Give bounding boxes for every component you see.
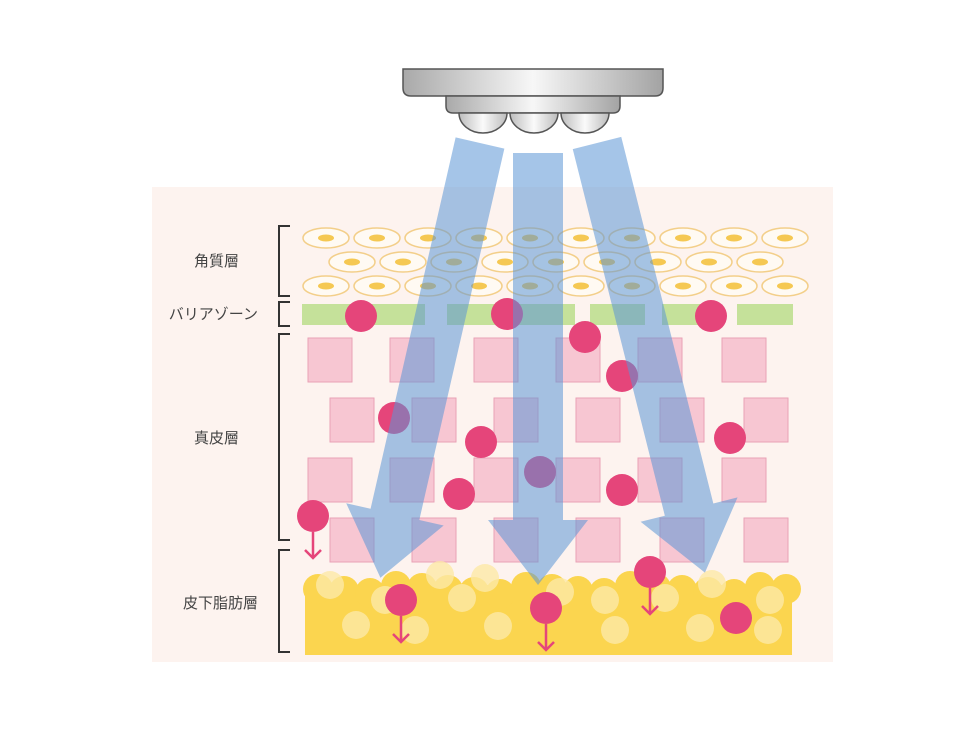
light-beams [346, 136, 738, 585]
down-arrow-icon [537, 624, 555, 652]
dermis-cell [307, 457, 353, 503]
fat-cell-light [342, 611, 370, 639]
label-barrier-zone: バリアゾーン [169, 305, 258, 323]
light-beam-arrow [346, 137, 505, 578]
fat-cell-light [601, 616, 629, 644]
down-arrow-icon [304, 532, 322, 560]
cell-nucleus [318, 234, 334, 242]
fat-cell-light [754, 616, 782, 644]
beam-shape [488, 153, 588, 585]
particle-dot [345, 300, 377, 332]
label-subcutaneous-fat: 皮下脂肪層 [183, 594, 258, 612]
dermis-cell [743, 517, 789, 563]
fat-cell [511, 572, 541, 602]
fat-cell-light [471, 564, 499, 592]
cell-nucleus [573, 282, 589, 290]
dermis-cell [473, 337, 519, 383]
cell-nucleus [471, 282, 487, 290]
cell-nucleus [752, 258, 768, 266]
cell-nucleus [318, 282, 334, 290]
dermis-cell [473, 457, 519, 503]
cell-nucleus [369, 234, 385, 242]
cell-nucleus [675, 282, 691, 290]
particle-dot [443, 478, 475, 510]
fat-cell-light [484, 612, 512, 640]
particle-dot [385, 584, 417, 616]
fat-cell-light [448, 584, 476, 612]
cell-nucleus [777, 234, 793, 242]
fat-cell-light [651, 584, 679, 612]
particle-dot [297, 500, 329, 532]
light-beam-arrow [572, 136, 738, 573]
down-arrow-icon [392, 616, 410, 644]
particles [297, 298, 752, 652]
fat-cell-light [686, 614, 714, 642]
particle-dot [606, 474, 638, 506]
cell-nucleus [777, 282, 793, 290]
fat-cell-light [316, 571, 344, 599]
cell-nucleus [726, 282, 742, 290]
cell-nucleus [395, 258, 411, 266]
label-dermis: 真皮層 [194, 429, 239, 447]
fat-cell [719, 579, 749, 609]
particle-dot [720, 602, 752, 634]
dermis-cell [721, 337, 767, 383]
dermis-cell [307, 337, 353, 383]
fat-cell-light [756, 586, 784, 614]
device-head [402, 68, 664, 134]
cell-nucleus [573, 234, 589, 242]
cell-nucleus [675, 234, 691, 242]
particle-dot [530, 592, 562, 624]
particle-dot [695, 300, 727, 332]
cell-nucleus [420, 234, 436, 242]
cell-nucleus [726, 234, 742, 242]
fat-cell-light [426, 561, 454, 589]
brackets [278, 225, 290, 653]
fat-cell-light [698, 570, 726, 598]
cell-nucleus [344, 258, 360, 266]
particle-dot [634, 556, 666, 588]
barrier-bar [737, 304, 793, 325]
dermis-cell [743, 397, 789, 443]
dermis-cell [575, 397, 621, 443]
cell-nucleus [650, 258, 666, 266]
dermis-cell [721, 457, 767, 503]
beam-shape [572, 136, 738, 573]
dermis-cell [329, 397, 375, 443]
fat-cell-light [401, 616, 429, 644]
particle-dot [569, 321, 601, 353]
beam-shape [346, 137, 505, 578]
fat-cell-light [591, 586, 619, 614]
light-beam-arrow [488, 153, 588, 585]
particle-dot [465, 426, 497, 458]
cell-nucleus [497, 258, 513, 266]
cell-nucleus [701, 258, 717, 266]
cell-nucleus [369, 282, 385, 290]
particle-dot [714, 422, 746, 454]
label-stratum-corneum: 角質層 [194, 252, 239, 270]
down-arrow-icon [641, 588, 659, 616]
